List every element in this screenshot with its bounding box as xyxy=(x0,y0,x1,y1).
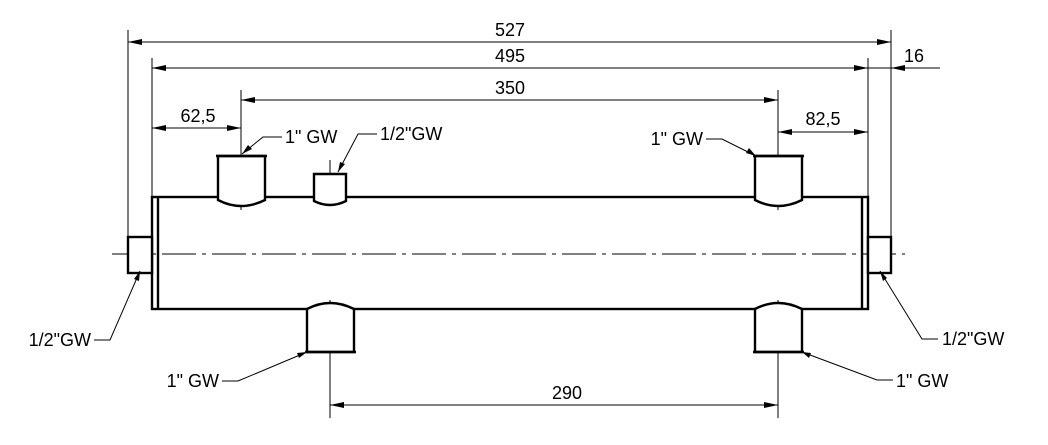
leader-top-right-port: 1" GW xyxy=(651,129,757,157)
dim-16-text: 16 xyxy=(904,46,924,66)
label-right-end-port: 1/2"GW xyxy=(942,329,1004,349)
lower-left-port xyxy=(305,301,356,354)
dim-527-text: 527 xyxy=(495,20,525,40)
label-left-end-port: 1/2"GW xyxy=(29,330,91,350)
lower-right-port xyxy=(753,301,804,354)
dim-82-5: 82,5 xyxy=(778,109,868,135)
label-bottom-right-port: 1" GW xyxy=(896,371,948,391)
dim-350: 350 xyxy=(241,78,778,103)
leader-top-left-port: 1" GW xyxy=(241,127,337,155)
dim-290: 290 xyxy=(330,383,778,408)
dim-62-5: 62,5 xyxy=(152,106,241,131)
leader-bottom-left-port: 1" GW xyxy=(167,351,308,391)
dim-290-text: 290 xyxy=(552,383,582,403)
dim-350-text: 350 xyxy=(495,78,525,98)
separator-body xyxy=(126,195,893,311)
label-top-right-port: 1" GW xyxy=(651,129,703,149)
label-top-small-port: 1/2"GW xyxy=(380,124,442,144)
leader-bottom-right-port: 1" GW xyxy=(801,351,948,391)
dim-82-5-text: 82,5 xyxy=(805,109,840,129)
leader-left-end-port: 1/2"GW xyxy=(29,270,141,350)
dim-495: 495 xyxy=(152,46,868,71)
dim-16: 16 xyxy=(868,46,940,71)
label-bottom-left-port: 1" GW xyxy=(167,371,219,391)
label-top-left-port: 1" GW xyxy=(285,127,337,147)
dim-495-text: 495 xyxy=(495,46,525,66)
leader-right-end-port: 1/2"GW xyxy=(879,270,1004,349)
upper-left-port xyxy=(216,154,267,208)
dim-62-5-text: 62,5 xyxy=(180,106,215,126)
leader-top-small-port: 1/2"GW xyxy=(337,124,442,173)
upper-small-port xyxy=(312,172,348,207)
dim-527: 527 xyxy=(128,20,891,45)
upper-right-port xyxy=(753,154,804,208)
